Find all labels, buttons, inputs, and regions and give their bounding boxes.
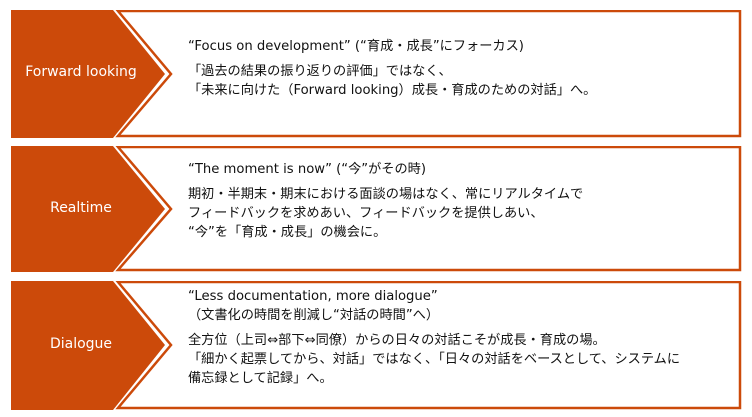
row-shapes	[11, 281, 742, 410]
headline: “The moment is now” (“今”がその時)	[188, 160, 583, 179]
row-dialogue: Dialogue “Less documentation, more dialo…	[0, 281, 752, 410]
headline: “Focus on development” (“育成・成長”にフォーカス)	[188, 37, 596, 56]
body-line: フィードバックを求めあい、フィードバックを提供しあい、	[188, 206, 544, 221]
label-chevron	[11, 281, 165, 410]
body-line: 全方位（上司⇔部下⇔同僚）からの日々の対話こそが成長・育成の場。	[188, 333, 606, 348]
body-line: 期初・半期末・期末における面談の場はなく、常にリアルタイムで	[188, 187, 584, 202]
row-forward-looking: Forward looking “Focus on development” (…	[0, 10, 752, 138]
row-content: “Less documentation, more dialogue” （文書化…	[188, 287, 680, 388]
row-shapes	[11, 10, 742, 138]
headline-line: “Focus on development” (“育成・成長”にフォーカス)	[188, 39, 524, 54]
row-label: Forward looking	[25, 64, 137, 80]
body-line: 「過去の結果の振り返りの評価」ではなく、	[188, 64, 452, 79]
body-line: 備忘録として記録」へ。	[188, 371, 333, 386]
body-line: 「未来に向けた（Forward looking）成長・育成のための対話」へ。	[188, 83, 597, 98]
row-shapes	[11, 146, 742, 272]
headline-line: “Less documentation, more dialogue”	[188, 289, 438, 304]
row-realtime: Realtime “The moment is now” (“今”がその時) 期…	[0, 146, 752, 272]
row-content: “Focus on development” (“育成・成長”にフォーカス) 「…	[188, 37, 596, 100]
headline-line: （文書化の時間を削減し“対話の時間”へ）	[188, 308, 440, 323]
body-line: “今”を「育成・成長」の機会に。	[188, 225, 387, 240]
label-chevron	[11, 146, 165, 272]
content-box	[115, 10, 742, 138]
row-label: Realtime	[50, 200, 112, 216]
row-label: Dialogue	[49, 336, 113, 352]
content-box	[115, 146, 742, 272]
row-content: “The moment is now” (“今”がその時) 期初・半期末・期末に…	[188, 160, 583, 242]
headline-line: “The moment is now” (“今”がその時)	[188, 162, 426, 177]
label-chevron	[11, 10, 165, 138]
content-box	[115, 281, 742, 410]
body-line: 「細かく起票してから、対話」ではなく、「日々の対話をベースとして、システムに	[188, 352, 681, 367]
headline: “Less documentation, more dialogue” （文書化…	[188, 287, 680, 325]
